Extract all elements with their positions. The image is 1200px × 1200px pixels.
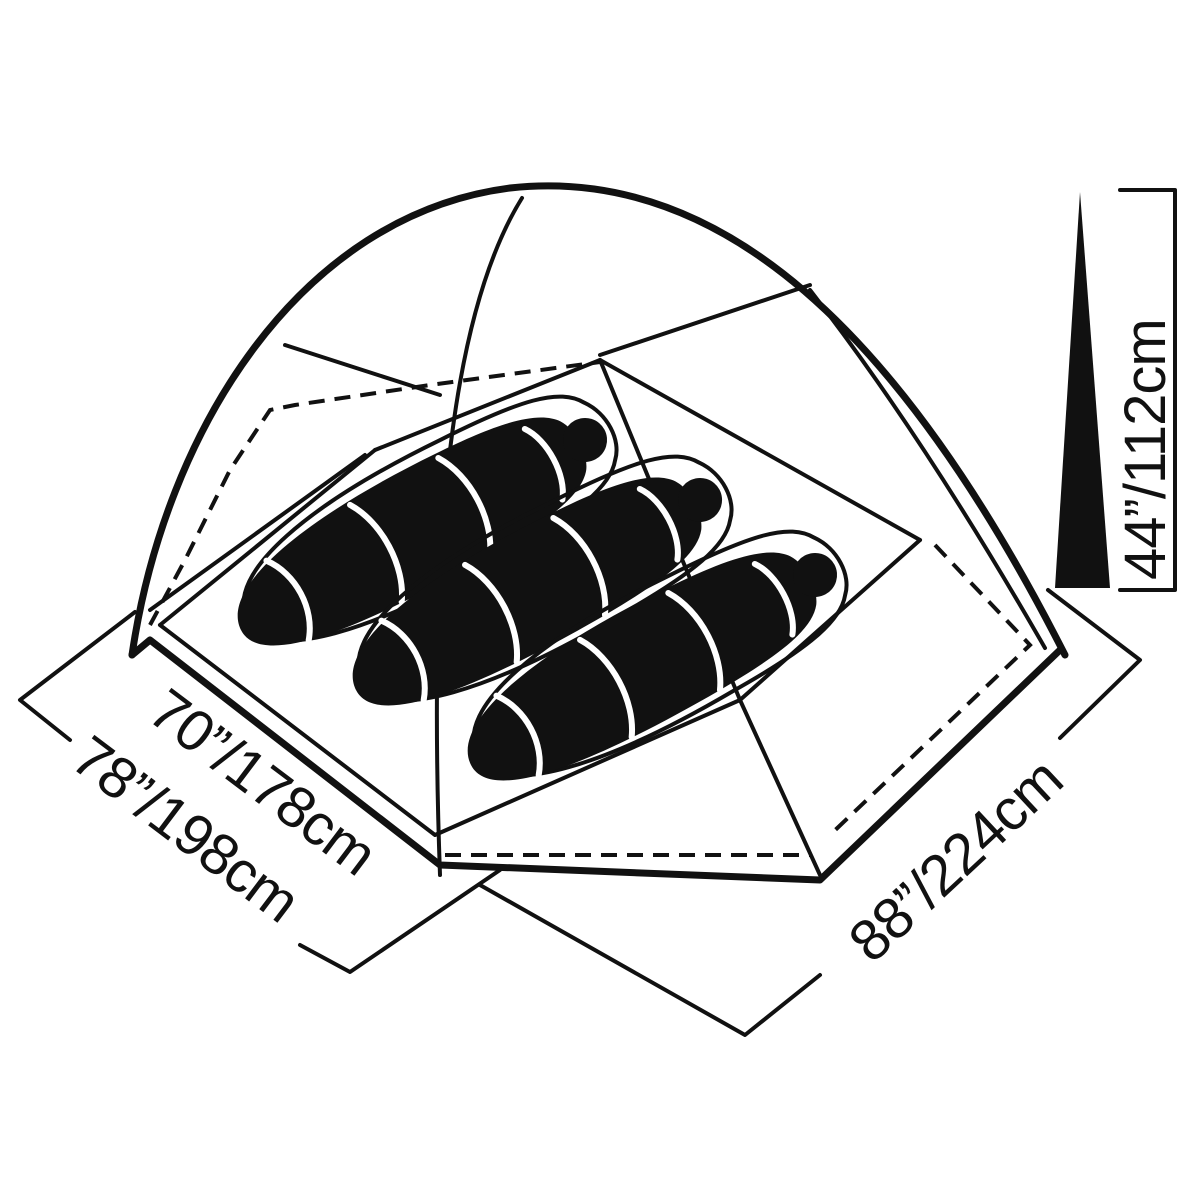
vestibule-dash-right <box>828 543 1033 837</box>
height-wedge <box>1055 192 1110 588</box>
sleeping-bag-3 <box>467 529 849 781</box>
width-bracket-right <box>298 868 502 974</box>
floor-back-left <box>373 358 602 452</box>
mesh-dashes <box>148 360 1033 857</box>
width-bracket-left <box>18 610 137 742</box>
vestibule-left-edge <box>148 453 367 612</box>
length-bracket-bottom <box>478 883 822 1037</box>
floor-back-right <box>598 358 922 542</box>
roof-lines <box>148 283 922 877</box>
dimension-lines <box>18 188 1177 1037</box>
vestibule-dash-left <box>148 360 601 626</box>
floor-right-edge <box>738 538 922 702</box>
tent-base-outline <box>128 636 1064 884</box>
sleeping-bags <box>237 394 849 781</box>
floor-front-edge <box>158 623 742 837</box>
height-label: 44”/112cm <box>1113 319 1178 580</box>
ridge-right <box>598 283 812 357</box>
floor-left-edge <box>158 448 377 627</box>
pole-right-arc <box>808 288 1047 650</box>
sleeping-bag-1 <box>237 394 619 646</box>
pole-main-arc <box>128 182 1069 659</box>
length-bracket-top <box>1046 588 1142 740</box>
sleeping-bag-2 <box>352 454 734 706</box>
length-label: 88”/224cm <box>837 746 1075 974</box>
height-bracket <box>1118 188 1177 592</box>
